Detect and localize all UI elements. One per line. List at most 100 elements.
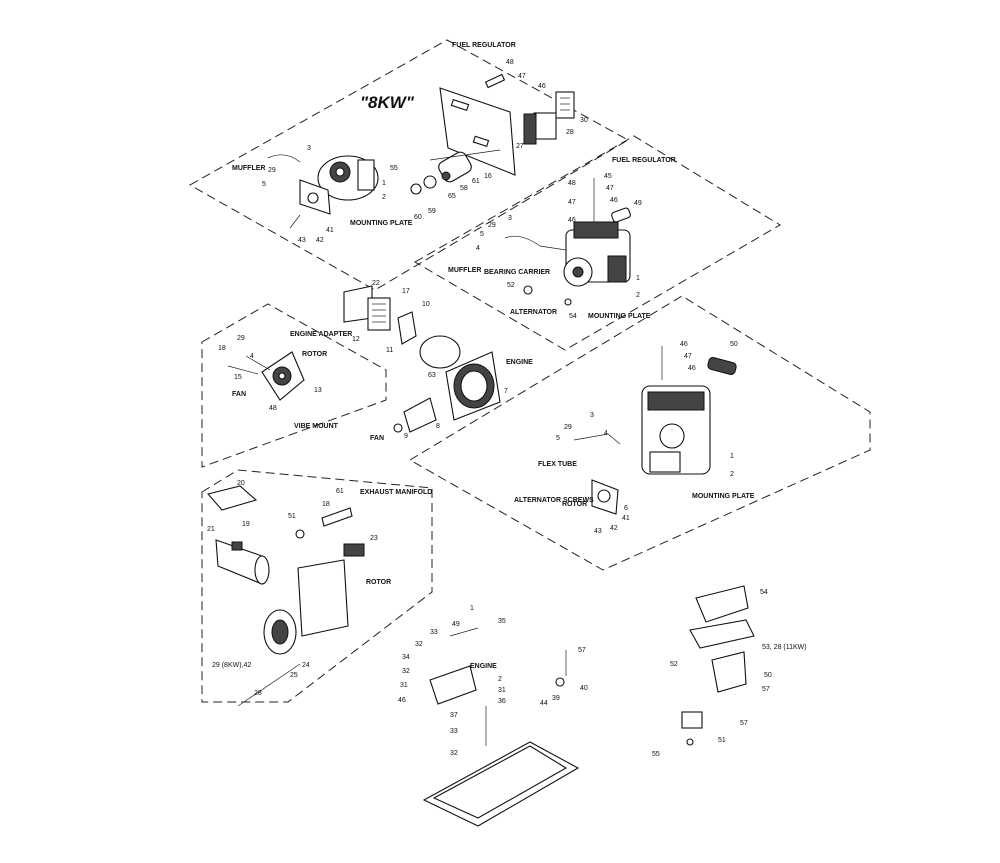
callout: 47 bbox=[518, 73, 526, 80]
callout: 46 bbox=[688, 365, 696, 372]
callout: 21 bbox=[207, 526, 215, 533]
label-mounting-plate-top: MOUNTING PLATE bbox=[350, 220, 413, 227]
callout: 18 bbox=[218, 345, 226, 352]
callout: 24 bbox=[302, 662, 310, 669]
callout: 50 bbox=[730, 341, 738, 348]
callout: 4 bbox=[250, 353, 254, 360]
engine-cover-11kw bbox=[573, 221, 619, 239]
muffler-pipe-11kw bbox=[504, 235, 567, 251]
callout: 51 bbox=[288, 513, 296, 520]
engine-side-11kw bbox=[607, 255, 627, 283]
callout: 4 bbox=[604, 430, 608, 437]
flex-exhaust-18 bbox=[321, 507, 353, 527]
muffler-inlet bbox=[231, 541, 243, 551]
exhaust-assembly bbox=[206, 485, 365, 707]
engine-8kw bbox=[267, 154, 379, 229]
callout: 5 bbox=[556, 435, 560, 442]
callout: 8 bbox=[436, 423, 440, 430]
engine-cover-lower bbox=[647, 391, 705, 411]
callout: 29 bbox=[488, 222, 496, 229]
callout: 30 bbox=[580, 117, 588, 124]
callout: 35 bbox=[498, 618, 506, 625]
callout: 57 bbox=[578, 647, 586, 654]
mounting-bracket-plate bbox=[439, 87, 516, 176]
part-23 bbox=[343, 543, 365, 557]
callout: 32 bbox=[450, 750, 458, 757]
fitting-47 bbox=[484, 73, 506, 89]
callout: 52 bbox=[507, 282, 515, 289]
label-alternator: ALTERNATOR bbox=[510, 309, 557, 316]
label-muffler-right: MUFFLER bbox=[448, 267, 481, 274]
regulator-50 bbox=[707, 356, 737, 376]
callout: 11 bbox=[386, 347, 393, 354]
callout: 3 bbox=[590, 412, 594, 419]
muffler-pipe bbox=[267, 154, 301, 163]
label-mounting-plate-lower: MOUNTING PLATE bbox=[692, 493, 755, 500]
part-12 bbox=[367, 297, 391, 331]
label-exhaust-manifold: EXHAUST MANIFOLD bbox=[360, 489, 432, 496]
panel-engine-lower bbox=[409, 295, 871, 571]
callout: 49 bbox=[452, 621, 460, 628]
callout: 44 bbox=[540, 700, 548, 707]
slot bbox=[450, 98, 470, 112]
callout: 1 bbox=[382, 180, 386, 187]
label-note-8kw: 29 (8KW),42 bbox=[212, 662, 251, 669]
label-rotor-lower: ROTOR bbox=[562, 501, 587, 508]
callout: 47 bbox=[606, 185, 614, 192]
callout: 48 bbox=[269, 405, 277, 412]
callout: 55 bbox=[652, 751, 660, 758]
callout: 1 bbox=[470, 605, 474, 612]
callout: 34 bbox=[402, 654, 410, 661]
callout: 29 bbox=[237, 335, 245, 342]
callout: 1 bbox=[730, 453, 734, 460]
part-54 bbox=[564, 298, 572, 306]
engine-11kw bbox=[504, 178, 631, 306]
callout: 48 bbox=[568, 180, 576, 187]
callout: 3 bbox=[307, 145, 311, 152]
mount-bracket-rotor bbox=[297, 559, 349, 637]
callout: 52 bbox=[670, 661, 678, 668]
part-number-callouts: 48 47 46 30 28 27 3 29 5 55 1 2 58 59 60… bbox=[207, 59, 772, 758]
part-11 bbox=[397, 311, 417, 345]
callout: 43 bbox=[594, 528, 602, 535]
callout: 31 bbox=[498, 687, 506, 694]
part-51 bbox=[681, 711, 703, 729]
callout: 46 bbox=[398, 697, 406, 704]
label-flex-tube: FLEX TUBE bbox=[538, 461, 577, 468]
callout: 51 bbox=[718, 737, 726, 744]
slot bbox=[472, 135, 490, 148]
seal-65 bbox=[441, 171, 451, 181]
engine-adapter-assembly bbox=[227, 351, 305, 401]
heat-shield-20 bbox=[206, 485, 258, 511]
callout: 29 bbox=[268, 167, 276, 174]
callout: 45 bbox=[604, 173, 612, 180]
callout: 47 bbox=[568, 199, 576, 206]
stud-28 bbox=[237, 663, 301, 707]
base-pan-inner bbox=[432, 745, 568, 819]
callout: 39 bbox=[552, 695, 560, 702]
panel-engine-adapter bbox=[201, 303, 387, 468]
label-bearing-carrier: BEARING CARRIER bbox=[484, 269, 550, 276]
callout: 2 bbox=[382, 194, 386, 201]
part-63 bbox=[419, 335, 461, 369]
label-fan-center: FAN bbox=[370, 435, 384, 442]
callout: 12 bbox=[352, 336, 360, 343]
callout: 54 bbox=[569, 313, 577, 320]
callout: 25 bbox=[290, 672, 298, 679]
base-assembly bbox=[422, 627, 580, 827]
callout: 5 bbox=[480, 231, 484, 238]
adapter-parts-8kw bbox=[410, 149, 501, 195]
callout: 28 bbox=[566, 129, 574, 136]
filter-53 bbox=[689, 619, 755, 649]
callout: 10 bbox=[422, 301, 430, 308]
callout: 63 bbox=[428, 372, 436, 379]
fuel-regulator-assembly-top bbox=[439, 73, 575, 176]
callout: 41 bbox=[622, 515, 630, 522]
label-rotor-exhaust: ROTOR bbox=[366, 579, 391, 586]
generator-center bbox=[343, 285, 501, 433]
callout: 46 bbox=[538, 83, 546, 90]
callout: 55 bbox=[390, 165, 398, 172]
regulator-block-28 bbox=[533, 112, 557, 140]
flex-tube-pipe bbox=[573, 433, 621, 445]
